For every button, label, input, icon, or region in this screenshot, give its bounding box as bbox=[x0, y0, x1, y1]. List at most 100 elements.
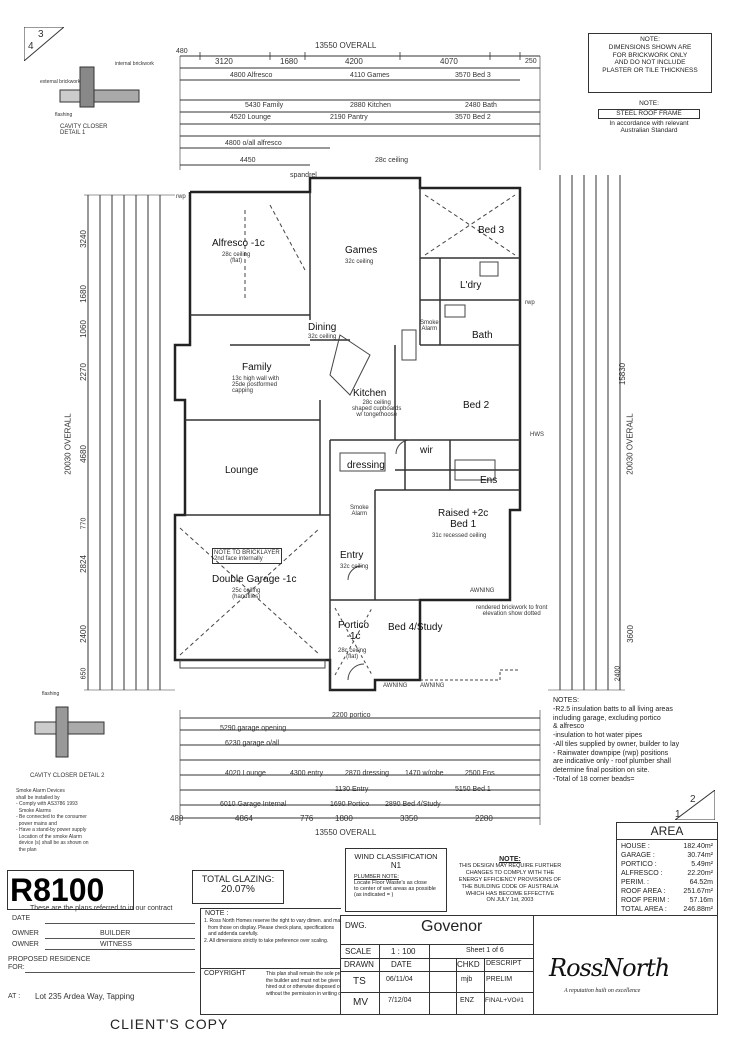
corner-number-c: 2 bbox=[690, 794, 696, 805]
left-dim-6: 770 bbox=[80, 517, 88, 530]
energy-note-title: NOTE: bbox=[499, 856, 521, 863]
row1-drawn: TS bbox=[353, 976, 366, 987]
dimensions-note-text: NOTE: DIMENSIONS SHOWN ARE FOR BRICKWORK… bbox=[602, 36, 698, 75]
row-label-oall-alfresco: 4800 o/all alfresco bbox=[225, 140, 282, 147]
smoke-alarm-notes: Smoke Alarm Devices shall be installed b… bbox=[16, 788, 89, 853]
wind-title: WIND CLASSIFICATION bbox=[354, 852, 438, 861]
bottom-row-entry2: 1130 Entry bbox=[335, 786, 369, 793]
rwp-label-1: rwp bbox=[176, 194, 186, 200]
header-descript: DESCRIPT bbox=[486, 960, 522, 967]
roof-note: NOTE: STEEL ROOF FRAME In accordance wit… bbox=[588, 100, 710, 135]
room-garage-sub: 25c ceiling (handfiles) bbox=[232, 588, 261, 600]
room-lounge: Lounge bbox=[225, 465, 259, 476]
area-row-value: 22.20m² bbox=[687, 870, 713, 877]
row-label-kitchen: 2880 Kitchen bbox=[350, 102, 391, 109]
glazing-box: TOTAL GLAZING: 20.07% bbox=[192, 870, 284, 904]
bottom-row-wrobe: 1470 w/robe bbox=[405, 770, 444, 777]
bottom-row-garage-oall: 6230 garage o/all bbox=[225, 740, 280, 747]
copyright-title: COPYRIGHT bbox=[204, 970, 246, 977]
area-row: TOTAL AREA :246.88m² bbox=[621, 905, 713, 914]
left-dim-3: 1060 bbox=[78, 320, 88, 338]
row2-date: 7/12/04 bbox=[388, 997, 412, 1004]
plumber-note-text: Locate Floor Waste's as close to center … bbox=[354, 880, 436, 898]
room-garage: Double Garage -1c bbox=[212, 574, 297, 585]
smoke-alarm-label-2: Smoke Alarm bbox=[350, 505, 369, 517]
left-dim-2: 1680 bbox=[78, 285, 88, 303]
scale-value: 1 : 100 bbox=[391, 947, 416, 956]
sheet-corner-marker-bottom-right bbox=[675, 790, 715, 820]
closer2-flashing-label: flashing bbox=[42, 691, 60, 697]
for-label: FOR: bbox=[8, 964, 25, 971]
row-label-alfresco: 4800 Alfresco bbox=[230, 72, 273, 79]
cavity-closer-detail-1-drawing bbox=[59, 66, 140, 108]
area-row-key: ALFRESCO : bbox=[621, 870, 663, 877]
header-date: DATE bbox=[391, 960, 412, 969]
owner-label-2: OWNER bbox=[12, 941, 39, 948]
brand-tagline: A reputation built on excellence bbox=[564, 988, 641, 994]
room-portico: Portico -1c bbox=[338, 620, 370, 642]
logo-box: RossNorth A reputation built on excellen… bbox=[533, 915, 718, 1015]
note-block-text: 1. Ross North Homes reserve the right to… bbox=[204, 918, 354, 944]
room-wir: wir bbox=[420, 445, 433, 456]
sheet-corner-marker-top-left bbox=[24, 27, 64, 61]
left-dim-5: 4680 bbox=[78, 445, 88, 463]
area-row: GARAGE :30.74m² bbox=[621, 851, 713, 860]
room-portico-sub: 28c ceiling (flat) bbox=[338, 648, 367, 660]
closer2-title: CAVITY CLOSER DETAIL 2 bbox=[30, 773, 105, 779]
top-dim-6: 250 bbox=[525, 58, 537, 65]
note-block: NOTE : 1. Ross North Homes reserve the r… bbox=[200, 908, 354, 970]
top-dim-3: 1680 bbox=[280, 57, 298, 66]
roof-note-text: STEEL ROOF FRAME bbox=[598, 108, 700, 119]
room-games-sub: 32c ceiling bbox=[345, 259, 374, 265]
row1-descript: PRELIM bbox=[486, 976, 513, 983]
scale-label: SCALE bbox=[345, 947, 372, 956]
corner-number-b: 3 bbox=[38, 29, 44, 40]
spandrel-label: spandrel bbox=[290, 172, 317, 179]
area-row: PERIM. :64.52m bbox=[621, 878, 713, 887]
area-row-key: GARAGE : bbox=[621, 852, 655, 859]
awning-label-2: AWNING bbox=[383, 683, 408, 689]
rwp-label-2: rwp bbox=[525, 300, 535, 306]
lot-address: Lot 235 Ardea Way, Tapping bbox=[35, 992, 135, 1001]
row-label-family: 5430 Family bbox=[245, 102, 284, 109]
r-code-box: R8100 bbox=[7, 870, 134, 910]
row2-chkd: ENZ bbox=[460, 997, 474, 1004]
at-label: AT : bbox=[8, 993, 21, 1000]
row2-descript: FINAL+VO#1 bbox=[485, 997, 524, 1004]
energy-note: NOTE: THIS DESIGN MAY REQUIRE FURTHER CH… bbox=[450, 856, 570, 904]
dimensions-note-box: NOTE: DIMENSIONS SHOWN ARE FOR BRICKWORK… bbox=[588, 33, 712, 93]
room-bath: Bath bbox=[472, 330, 493, 341]
room-kitchen-sub: 28c ceiling shaped cupboards w/ tongetho… bbox=[352, 400, 402, 418]
area-row: ROOF AREA :251.67m² bbox=[621, 887, 713, 896]
plumber-note-title: PLUMBER NOTE: bbox=[354, 874, 399, 880]
bottom-row-garage-opening: 5290 garage opening bbox=[220, 725, 287, 732]
right-dim-1: 3600 bbox=[625, 625, 635, 643]
date-label: DATE bbox=[12, 915, 31, 922]
bottom-overall-dimension: 13550 OVERALL bbox=[315, 828, 377, 837]
area-row: ALFRESCO : 22.20m² bbox=[621, 869, 713, 878]
bottom-row-bed4: 2890 Bed 4/Study bbox=[385, 801, 441, 808]
left-dim-7: 2824 bbox=[78, 555, 88, 573]
room-entry: Entry bbox=[340, 550, 364, 561]
dwg-label: DWG. bbox=[345, 921, 367, 930]
area-row-key: PERIM. : bbox=[621, 879, 650, 886]
left-overall-dimension: 20030 OVERALL bbox=[63, 413, 73, 475]
area-row-key: ROOF AREA : bbox=[621, 888, 666, 895]
r-code: R8100 bbox=[10, 872, 105, 908]
bottom-dim-1: 480 bbox=[170, 814, 184, 823]
left-dim-1: 3240 bbox=[78, 230, 88, 248]
bottom-row-bed1: 5150 Bed 1 bbox=[455, 786, 491, 793]
bottom-dim-5: 3350 bbox=[400, 814, 418, 823]
room-bed3: Bed 3 bbox=[478, 225, 505, 236]
row-label-pantry: 2190 Pantry bbox=[330, 114, 368, 121]
smoke-alarm-label-1: Smoke Alarm bbox=[420, 320, 439, 332]
row1-date: 06/11/04 bbox=[386, 976, 413, 983]
room-alfresco: Alfresco -1c bbox=[212, 238, 265, 249]
room-family: Family bbox=[242, 362, 272, 373]
area-row: ROOF PERIM :57.16m bbox=[621, 896, 713, 905]
glazing-value: 20.07% bbox=[221, 884, 255, 895]
top-dim-4: 4200 bbox=[345, 57, 363, 66]
brand-logo: RossNorth bbox=[549, 954, 670, 982]
